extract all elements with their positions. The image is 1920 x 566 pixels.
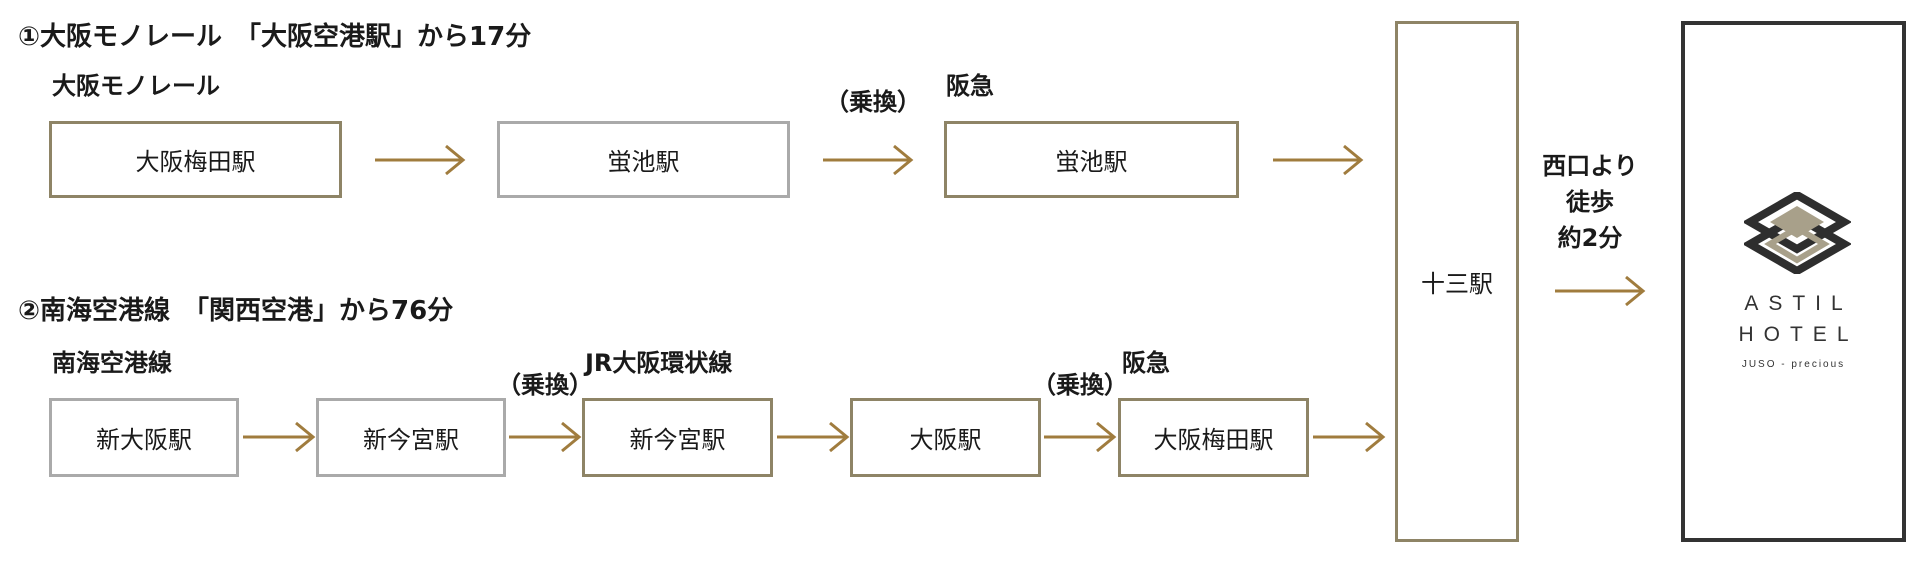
walk-arrow: [1555, 275, 1646, 307]
route1-station-hotarugaike-monorail: 蛍池駅: [497, 121, 790, 198]
route1-station-hotarugaike-hankyu: 蛍池駅: [944, 121, 1239, 198]
route2-station-umeda: 大阪梅田駅: [1118, 398, 1309, 477]
hotel-name-line-1: ASTIL: [1744, 292, 1853, 315]
route2-line-label: 南海空港線: [52, 349, 172, 377]
hotel-name-line-2: HOTEL: [1738, 323, 1859, 346]
route2-transfer1-label: （乗換）: [497, 371, 593, 399]
route2-station-shin-imamiya-jr: 新今宮駅: [582, 398, 773, 477]
hotel-subtitle: JUSO - precious: [1741, 359, 1846, 370]
route1-line-label: 大阪モノレール: [52, 72, 220, 100]
route2-arrow-5: [1313, 421, 1386, 453]
route2-line2-label: JR大阪環状線: [585, 349, 733, 377]
route2-line3-label: 阪急: [1122, 349, 1170, 377]
route1-arrow-3: [1273, 144, 1364, 176]
juso-station: 十三駅: [1395, 21, 1519, 542]
walk-line-2: 徒歩: [1566, 188, 1614, 216]
route2-title: ②南海空港線 「関西空港」から76分: [18, 296, 454, 326]
route1-line2-label: 阪急: [946, 72, 994, 100]
route1-station-umeda: 大阪梅田駅: [49, 121, 342, 198]
route2-station-shin-imamiya-nankai: 新今宮駅: [316, 398, 506, 477]
hotel-logo-icon: [1744, 192, 1851, 274]
walk-directions: 西口より 徒歩 約2分: [1530, 148, 1650, 256]
route1-title: ①大阪モノレール 「大阪空港駅」から17分: [18, 22, 532, 52]
route2-arrow-1: [243, 421, 316, 453]
route1-arrow-2: [823, 144, 914, 176]
route2-arrow-2: [509, 421, 582, 453]
route2-station-shin-osaka: 新大阪駅: [49, 398, 239, 477]
route1-transfer-label: （乗換）: [825, 88, 921, 116]
route2-transfer2-label: （乗換）: [1032, 371, 1128, 399]
walk-line-1: 西口より: [1542, 152, 1638, 180]
route2-arrow-3: [777, 421, 850, 453]
hotel-destination: ASTIL HOTEL JUSO - precious: [1681, 21, 1906, 542]
route2-arrow-4: [1044, 421, 1117, 453]
walk-line-3: 約2分: [1557, 224, 1623, 252]
route1-arrow-1: [375, 144, 466, 176]
route2-station-osaka: 大阪駅: [850, 398, 1041, 477]
